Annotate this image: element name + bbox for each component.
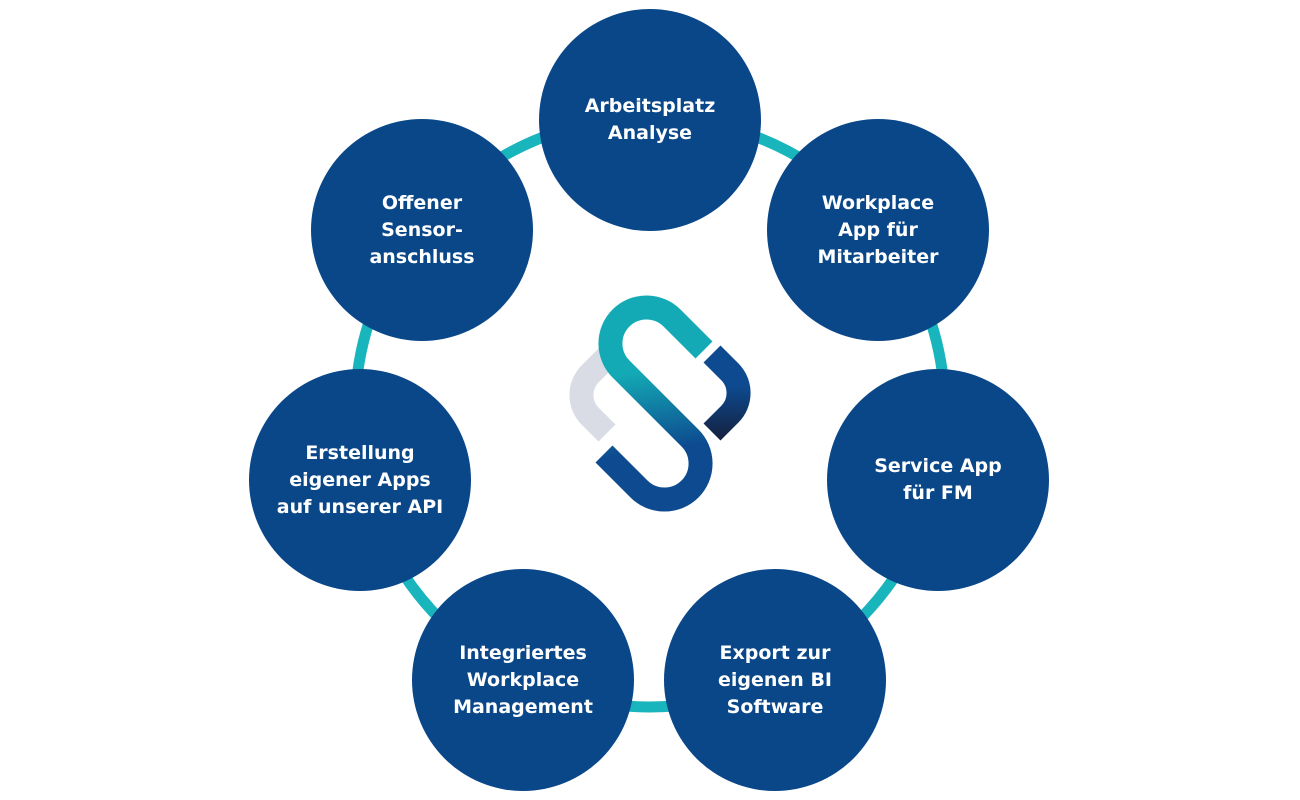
logo-s-shape (595, 295, 713, 512)
logo-icon (569, 295, 751, 512)
node-label: anschluss (369, 245, 475, 268)
node-label: Software (726, 695, 824, 718)
node-label: Sensor- (381, 218, 463, 241)
logo-gray-arc (569, 343, 621, 442)
node-label: Offener (381, 191, 463, 214)
node-label: Mitarbeiter (817, 245, 939, 268)
node-label: Workplace (466, 668, 580, 691)
node-label: Arbeitsplatz (584, 95, 716, 117)
node-label: auf unserer API (276, 495, 444, 518)
node-label: eigener Apps (289, 468, 431, 491)
node-label: eigenen BI (718, 668, 832, 691)
node-label: Management (453, 695, 593, 718)
node-label: Service App (874, 455, 1002, 477)
node-label: Integriertes (459, 641, 587, 664)
node-label: Erstellung (305, 441, 415, 464)
node-label: Analyse (607, 122, 693, 144)
node-label: Export zur (719, 641, 831, 664)
node-export-bi: Export zur eigenen BI Software (664, 569, 886, 791)
logo-dark-arc (703, 345, 751, 441)
node-service-app: Service App für FM (827, 369, 1049, 591)
node-erstellung-apps: Erstellung eigener Apps auf unserer API (249, 369, 471, 591)
node-label: App für (838, 218, 918, 241)
node-label: für FM (903, 482, 973, 504)
node-label: Workplace (821, 191, 935, 214)
